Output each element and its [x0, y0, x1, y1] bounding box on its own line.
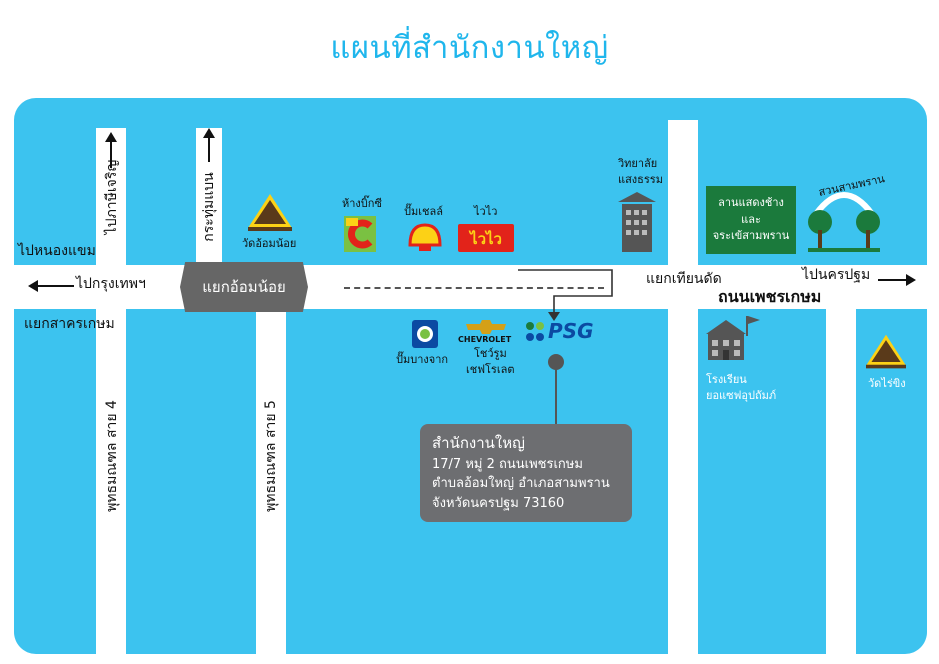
bangchak-logo-icon [412, 320, 438, 348]
to-phasi-charoen-label: ไปภาษีเจริญ [104, 159, 120, 235]
college-label-1: วิทยาลัย [618, 157, 658, 170]
to-nong-khaem-label: ไปหนองแขม [18, 243, 96, 259]
om-noi-junction-badge: แยกอ้อมน้อย [180, 262, 308, 312]
phutthamonthon-5-road [256, 305, 286, 654]
headquarters-address-3: จังหวัดนครปฐม 73160 [432, 495, 565, 511]
shell-logo-icon [408, 223, 442, 251]
headquarters-title: สำนักงานใหญ่ [432, 434, 525, 452]
arrow-up-icon [203, 128, 215, 162]
samut-sakhon-junction-label: แยกสาครเกษม [24, 316, 115, 332]
big-c-label: ห้างบิ๊กซี [342, 197, 382, 210]
chevrolet-brand-label: CHEVROLET [458, 335, 512, 344]
krathum-baen-label: กระทุ่มแบน [201, 172, 217, 242]
waiwai-logo-icon: ไวไว [458, 224, 514, 252]
chevrolet-logo-icon [466, 320, 506, 334]
bangchak-label: ปั๊มบางจาก [396, 353, 449, 366]
school-label-1: โรงเรียน [706, 373, 747, 386]
elephant-show-line1: ลานแสดงช้าง [718, 196, 784, 210]
route-arrow [518, 269, 613, 321]
to-bangkok-label: ไปกรุงเทพฯ [76, 276, 146, 292]
arrow-up-icon [105, 132, 117, 168]
phutthamonthon-4-label: พุทธมณฑล สาย 4 [104, 400, 120, 512]
phetkasem-road-label: ถนนเพชรเกษม [718, 287, 822, 306]
school-building-icon [706, 316, 760, 360]
sampran-garden-icon [808, 192, 880, 252]
page-title: แผนที่สำนักงานใหญ่ [330, 30, 609, 66]
psg-dots-icon [526, 322, 544, 341]
college-label-2: แสงธรรม [618, 173, 663, 186]
waiwai-label: ไวไว [474, 205, 498, 218]
school-label-2: ยอแซฟอุปถัมภ์ [706, 389, 777, 402]
to-nakhon-pathom-label: ไปนครปฐม [802, 267, 871, 283]
arrow-right-icon [878, 274, 916, 286]
east-road [826, 305, 856, 654]
headquarters-address-2: ตำบลอ้อมใหญ่ อำเภอสามพราน [432, 476, 610, 491]
svg-text:ไวไว: ไวไว [468, 229, 502, 248]
elephant-show-sign: ลานแสดงช้างและจระเข้สามพราน [706, 186, 796, 254]
map-area: ไปกรุงเทพฯ ไปหนองแขม แยกสาครเกษม ไปภาษีเ… [14, 98, 927, 654]
temple-icon [866, 334, 906, 369]
road-centerline [344, 287, 604, 289]
headquarters-info-box: สำนักงานใหญ่ 17/7 หมู่ 2 ถนนเพชรเกษม ตำบ… [420, 424, 632, 522]
big-c-logo-icon [344, 216, 376, 252]
phutthamonthon-5-label: พุทธมณฑล สาย 5 [263, 400, 279, 512]
headquarters-address-1: 17/7 หมู่ 2 ถนนเพชรเกษม [432, 456, 583, 472]
thian-dat-junction-label: แยกเทียนดัด [646, 271, 722, 287]
temple-icon [248, 194, 292, 231]
chevrolet-label-2: เชฟโรเลต [466, 363, 515, 376]
hq-pin-line [555, 360, 557, 426]
wat-om-noi-label: วัดอ้อมน้อย [242, 237, 297, 250]
elephant-show-line2: และ [741, 212, 761, 226]
thian-dat-road [668, 120, 698, 654]
chevrolet-label-1: โชว์รูม [474, 347, 507, 360]
wat-rai-khing-label: วัดไร่ขิง [868, 377, 906, 390]
arrow-left-icon [28, 280, 74, 292]
phutthamonthon-4-road [96, 128, 126, 654]
hq-pin-icon [548, 354, 564, 370]
college-building-icon [618, 192, 656, 252]
elephant-show-line3: จระเข้สามพราน [712, 229, 790, 243]
psg-logo-text: PSG [548, 319, 594, 343]
shell-label: ปั๊มเชลล์ [404, 205, 443, 218]
